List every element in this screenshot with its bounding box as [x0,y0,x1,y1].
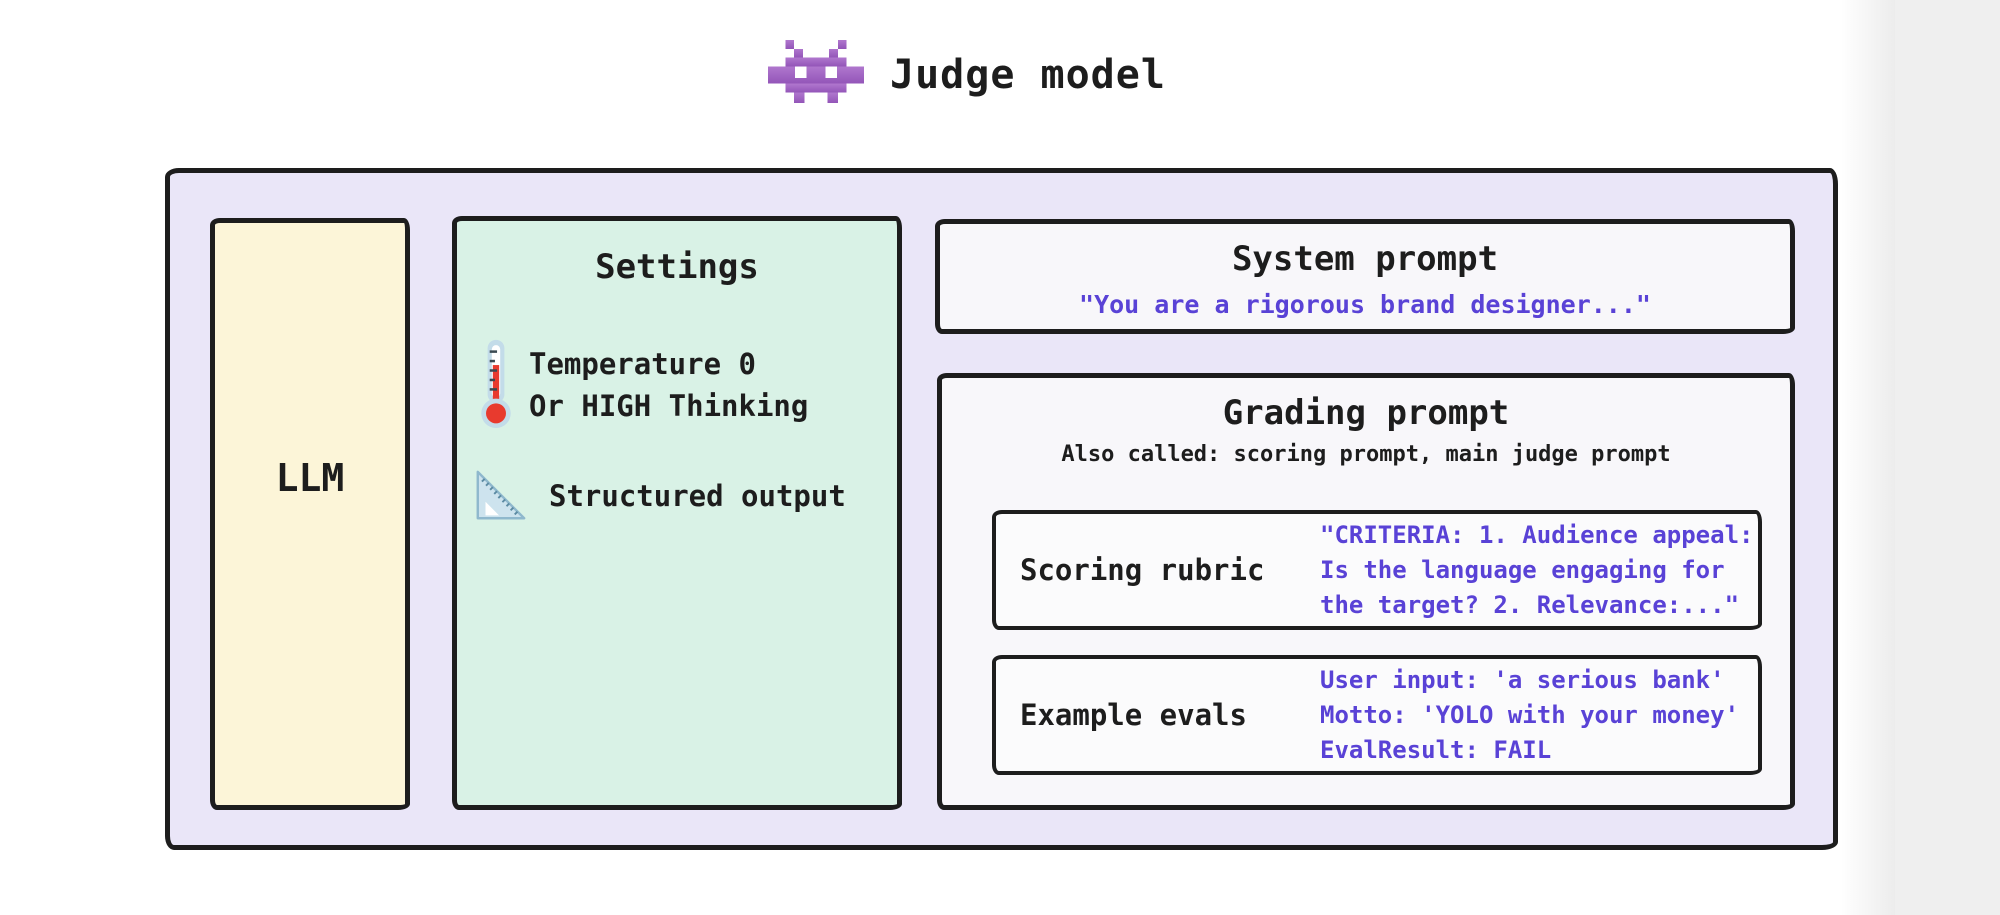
temperature-line-2: Or HIGH Thinking [529,389,809,423]
example-evals-line-3: EvalResult: FAIL [1320,735,1552,764]
scoring-rubric-line-1: "CRITERIA: 1. Audience appeal: [1320,520,1754,549]
scoring-rubric-line-3: the target? 2. Relevance:..." [1320,590,1740,619]
temperature-setting-item: Temperature 0 Or HIGH Thinking [475,337,808,433]
system-prompt-box: System prompt "You are a rigorous brand … [935,219,1795,334]
grading-prompt-title: Grading prompt [1222,393,1510,433]
settings-title: Settings [595,247,759,287]
system-prompt-quote: "You are a rigorous brand designer..." [1079,290,1651,319]
structured-output-label: Structured output [549,479,846,513]
page-edge-shadow [1840,0,1895,915]
system-prompt-title: System prompt [1231,239,1499,279]
scoring-rubric-text: "CRITERIA: 1. Audience appeal: Is the la… [1320,518,1753,623]
example-evals-label: Example evals [1020,698,1247,732]
temperature-setting-text: Temperature 0 Or HIGH Thinking [529,343,808,427]
space-invader-icon [768,40,864,103]
judge-model-box: LLM Settings [165,168,1838,850]
triangle-ruler-icon [476,470,526,520]
temperature-line-1: Temperature 0 [529,347,756,381]
example-evals-text: User input: 'a serious bank' Motto: 'YOL… [1320,663,1739,768]
page-edge [1895,0,2000,915]
grading-prompt-subtitle: Also called: scoring prompt, main judge … [1061,442,1671,467]
llm-label: LLM [275,456,345,500]
diagram-title-text: Judge model [890,52,1166,98]
diagram-title: Judge model [768,36,1166,114]
example-evals-line-2: Motto: 'YOLO with your money' [1320,700,1740,729]
settings-box: Settings Temp [452,216,902,810]
llm-box: LLM [210,218,410,810]
scoring-rubric-line-2: Is the language engaging for [1320,555,1725,584]
example-evals-box: Example evals User input: 'a serious ban… [992,655,1762,775]
scoring-rubric-box: Scoring rubric "CRITERIA: 1. Audience ap… [992,510,1762,630]
scoring-rubric-label: Scoring rubric [1020,553,1265,587]
grading-prompt-box: Grading prompt Also called: scoring prom… [937,373,1795,810]
thermometer-icon [481,339,511,429]
example-evals-line-1: User input: 'a serious bank' [1320,665,1725,694]
structured-output-item: Structured output [471,467,846,525]
